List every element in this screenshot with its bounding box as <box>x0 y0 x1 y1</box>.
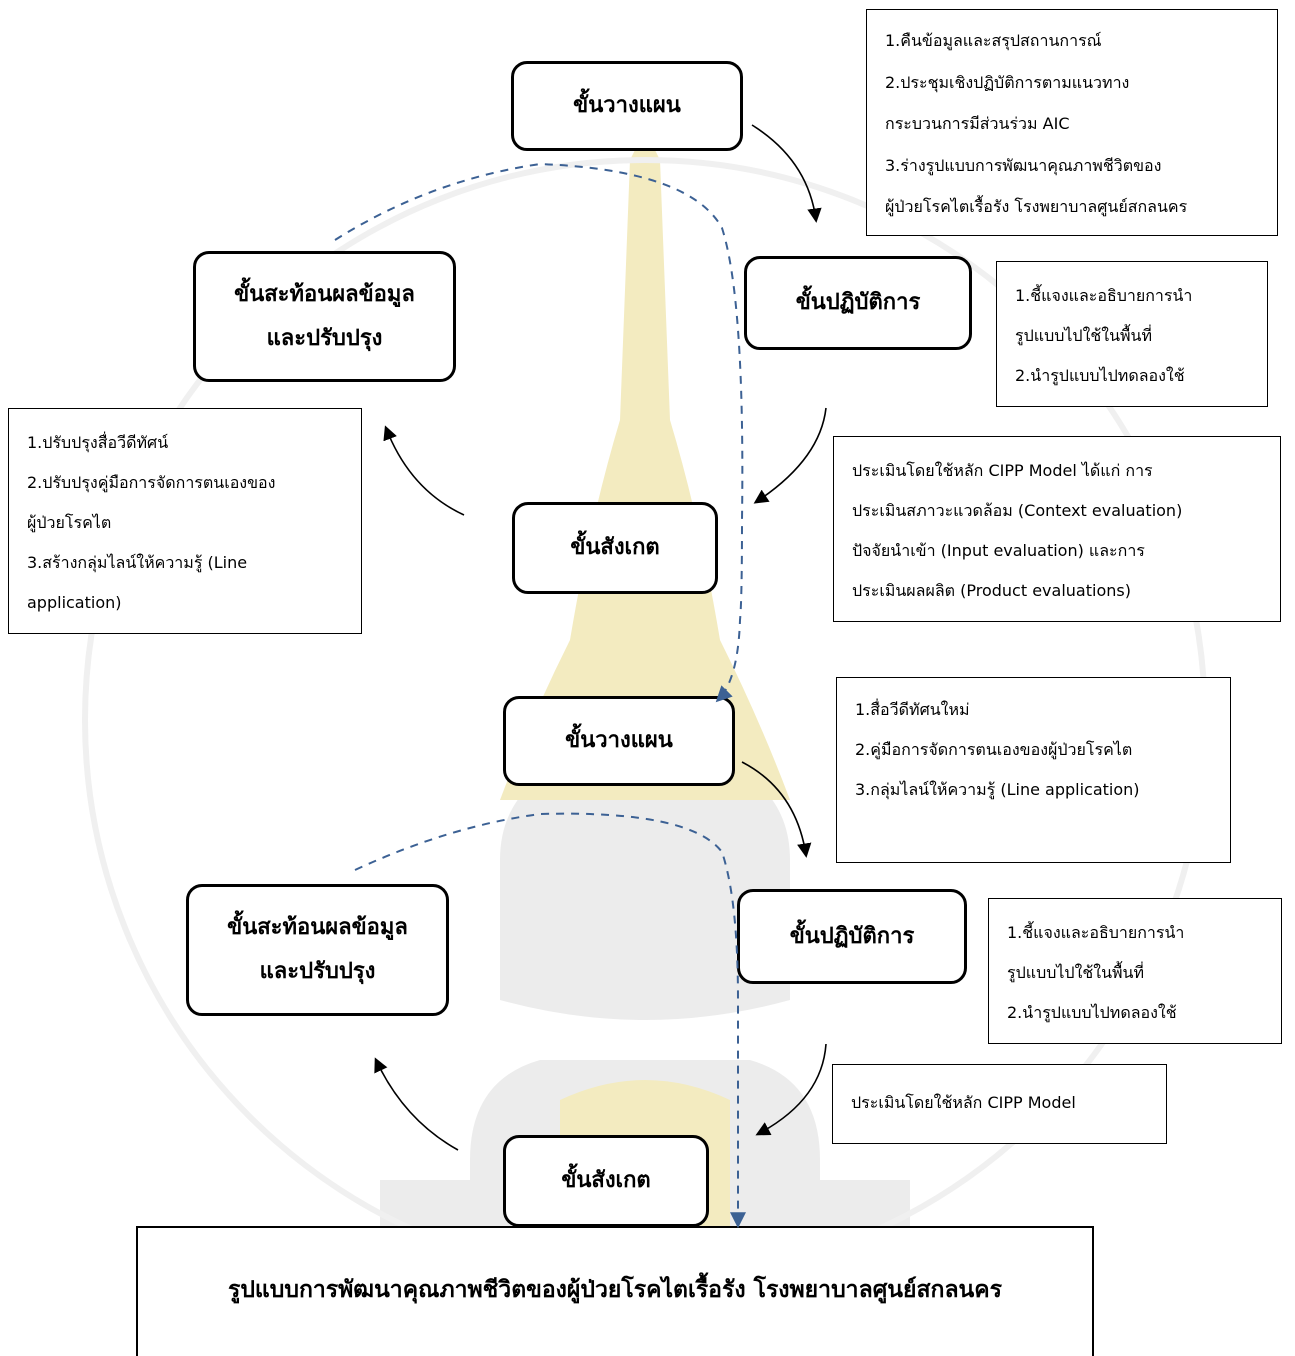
note-observe-cycle2: ประเมินโดยใช้หลัก CIPP Model <box>832 1064 1167 1144</box>
stage-act-cycle2: ขั้นปฏิบัติการ <box>737 889 967 984</box>
note-reflect-cycle1-line: 2.ปรับปรุงคู่มือการจัดการตนเองของ <box>27 473 276 492</box>
note-plan-cycle2: 1.สื่อวีดีทัศนใหม่ 2.คู่มือการจัดการตนเอ… <box>836 677 1231 863</box>
stage-observe-cycle1-label: ขั้นสังเกต <box>570 535 660 560</box>
note-observe-cycle1-line: ประเมินผลผลิต (Product evaluations) <box>852 581 1131 600</box>
note-act-cycle1: 1.ชี้แจงและอธิบายการนำ รูปแบบไปใช้ในพื้น… <box>996 261 1268 407</box>
note-observe-cycle1-line: ปัจจัยนำเข้า (Input evaluation) และการ <box>852 541 1145 560</box>
note-observe-cycle1-line: ประเมินสภาวะแวดล้อม (Context evaluation) <box>852 501 1183 520</box>
stage-plan-cycle1: ขั้นวางแผน <box>511 61 743 151</box>
note-observe-cycle1-line: ประเมินโดยใช้หลัก CIPP Model ได้แก่ การ <box>852 461 1153 480</box>
stage-reflect-cycle2-line1: ขั้นสะท้อนผลข้อมูล <box>227 915 408 940</box>
note-act-cycle2: 1.ชี้แจงและอธิบายการนำ รูปแบบไปใช้ในพื้น… <box>988 898 1282 1044</box>
note-plan-cycle1-line: 1.คืนข้อมูลและสรุปสถานการณ์ <box>885 31 1102 50</box>
note-reflect-cycle1-line: 1.ปรับปรุงสื่อวีดีทัศน์ <box>27 433 169 452</box>
stage-act-cycle1-label: ขั้นปฏิบัติการ <box>795 290 921 315</box>
final-model-box: รูปแบบการพัฒนาคุณภาพชีวิตของผู้ป่วยโรคไต… <box>136 1226 1094 1356</box>
note-plan-cycle1-line: 2.ประชุมเชิงปฏิบัติการตามแนวทาง <box>885 72 1130 92</box>
stage-reflect-cycle1: ขั้นสะท้อนผลข้อมูล และปรับปรุง <box>193 251 456 382</box>
stage-plan-cycle2-label: ขั้นวางแผน <box>565 728 673 753</box>
note-plan-cycle2-line: 2.คู่มือการจัดการตนเองของผู้ป่วยโรคไต <box>855 740 1133 759</box>
stage-reflect-cycle2-line2: และปรับปรุง <box>259 959 376 984</box>
stage-reflect-cycle2: ขั้นสะท้อนผลข้อมูล และปรับปรุง <box>186 884 449 1016</box>
note-reflect-cycle1: 1.ปรับปรุงสื่อวีดีทัศน์ 2.ปรับปรุงคู่มือ… <box>8 408 362 634</box>
stage-plan-cycle2: ขั้นวางแผน <box>503 696 735 786</box>
note-reflect-cycle1-line: application) <box>27 593 122 612</box>
note-plan-cycle1-line: ผู้ป่วยโรคไตเรื้อรัง โรงพยาบาลศูนย์สกลนค… <box>885 197 1188 216</box>
note-act-cycle2-line: รูปแบบไปใช้ในพื้นที่ <box>1007 963 1145 982</box>
stage-act-cycle2-label: ขั้นปฏิบัติการ <box>789 923 915 949</box>
note-act-cycle1-line: 1.ชี้แจงและอธิบายการนำ <box>1015 286 1193 305</box>
stage-observe-cycle2-label: ขั้นสังเกต <box>561 1168 651 1193</box>
stage-plan-cycle1-label: ขั้นวางแผน <box>573 93 681 118</box>
note-act-cycle1-line: รูปแบบไปใช้ในพื้นที่ <box>1015 326 1153 345</box>
final-model-title: รูปแบบการพัฒนาคุณภาพชีวิตของผู้ป่วยโรคไต… <box>227 1277 1003 1303</box>
note-plan-cycle2-line: 1.สื่อวีดีทัศนใหม่ <box>855 700 970 719</box>
note-act-cycle2-line: 1.ชี้แจงและอธิบายการนำ <box>1007 923 1185 942</box>
stage-act-cycle1: ขั้นปฏิบัติการ <box>744 256 972 350</box>
stage-reflect-cycle1-line1: ขั้นสะท้อนผลข้อมูล <box>234 281 415 307</box>
note-reflect-cycle1-line: ผู้ป่วยโรคไต <box>27 513 112 532</box>
note-act-cycle2-line: 2.นำรูปแบบไปทดลองใช้ <box>1007 1003 1177 1022</box>
note-plan-cycle1: 1.คืนข้อมูลและสรุปสถานการณ์ 2.ประชุมเชิง… <box>866 9 1278 236</box>
note-act-cycle1-line: 2.นำรูปแบบไปทดลองใช้ <box>1015 366 1185 385</box>
stage-reflect-cycle1-line2: และปรับปรุง <box>266 325 383 351</box>
note-observe-cycle2-line: ประเมินโดยใช้หลัก CIPP Model <box>851 1093 1076 1112</box>
note-reflect-cycle1-line: 3.สร้างกลุ่มไลน์ให้ความรู้ (Line <box>27 553 248 572</box>
note-plan-cycle1-line: 3.ร่างรูปแบบการพัฒนาคุณภาพชีวิตของ <box>885 155 1162 175</box>
note-plan-cycle1-line: กระบวนการมีส่วนร่วม AIC <box>885 114 1070 133</box>
stage-observe-cycle1: ขั้นสังเกต <box>512 502 718 594</box>
stage-observe-cycle2: ขั้นสังเกต <box>503 1135 709 1227</box>
note-plan-cycle2-line: 3.กลุ่มไลน์ให้ความรู้ (Line application) <box>855 780 1140 799</box>
note-observe-cycle1: ประเมินโดยใช้หลัก CIPP Model ได้แก่ การ … <box>833 436 1281 622</box>
